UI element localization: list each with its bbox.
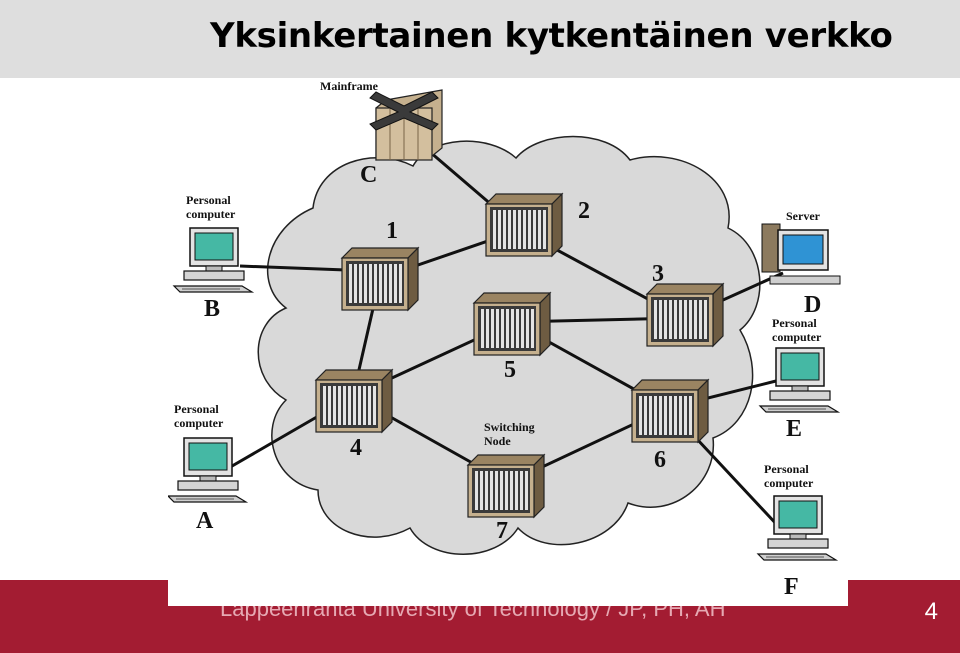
switching-node-4: [315, 369, 393, 433]
switching-node-5: [473, 292, 551, 356]
node-number-1: 1: [386, 218, 398, 244]
personal-computer-label-e: Personal computer: [772, 316, 822, 344]
station-label-c: C: [360, 162, 378, 188]
server-icon: [761, 223, 841, 285]
personal-computer-label-b: Personal computer: [186, 193, 236, 221]
switching-node-2: [485, 193, 563, 257]
node-number-7: 7: [496, 518, 508, 544]
switching-node-3: [646, 283, 724, 347]
node-number-5: 5: [504, 357, 516, 383]
station-label-d: D: [804, 292, 822, 318]
network-diagram: Mainframe Personal computer Personal com…: [168, 78, 848, 606]
title-bar: Yksinkertainen kytkentäinen verkko: [0, 0, 960, 78]
switching-node-1: [341, 247, 419, 311]
network-diagram-svg: [168, 89, 841, 561]
slide-title: Yksinkertainen kytkentäinen verkko: [210, 16, 893, 56]
personal-computer-a-icon: [168, 437, 247, 503]
node-number-3: 3: [652, 261, 664, 287]
personal-computer-e-icon: [759, 347, 839, 413]
station-label-b: B: [204, 296, 221, 322]
switching-node-label: Switching Node: [484, 420, 535, 448]
mainframe-icon: [369, 89, 443, 161]
station-label-e: E: [786, 416, 803, 442]
node-number-4: 4: [350, 435, 362, 461]
page-number: 4: [924, 598, 938, 625]
node-number-2: 2: [578, 198, 590, 224]
personal-computer-label-f: Personal computer: [764, 462, 814, 490]
link-b-1: [239, 264, 347, 272]
switching-node-7: [467, 454, 545, 518]
personal-computer-b-icon: [173, 227, 253, 293]
node-number-6: 6: [654, 447, 666, 473]
switching-node-6: [631, 379, 709, 443]
personal-computer-f-icon: [757, 495, 837, 561]
station-label-a: A: [196, 508, 214, 534]
station-label-f: F: [784, 574, 799, 600]
mainframe-label: Mainframe: [320, 79, 378, 93]
personal-computer-label-a: Personal computer: [174, 402, 224, 430]
server-label: Server: [786, 209, 820, 223]
